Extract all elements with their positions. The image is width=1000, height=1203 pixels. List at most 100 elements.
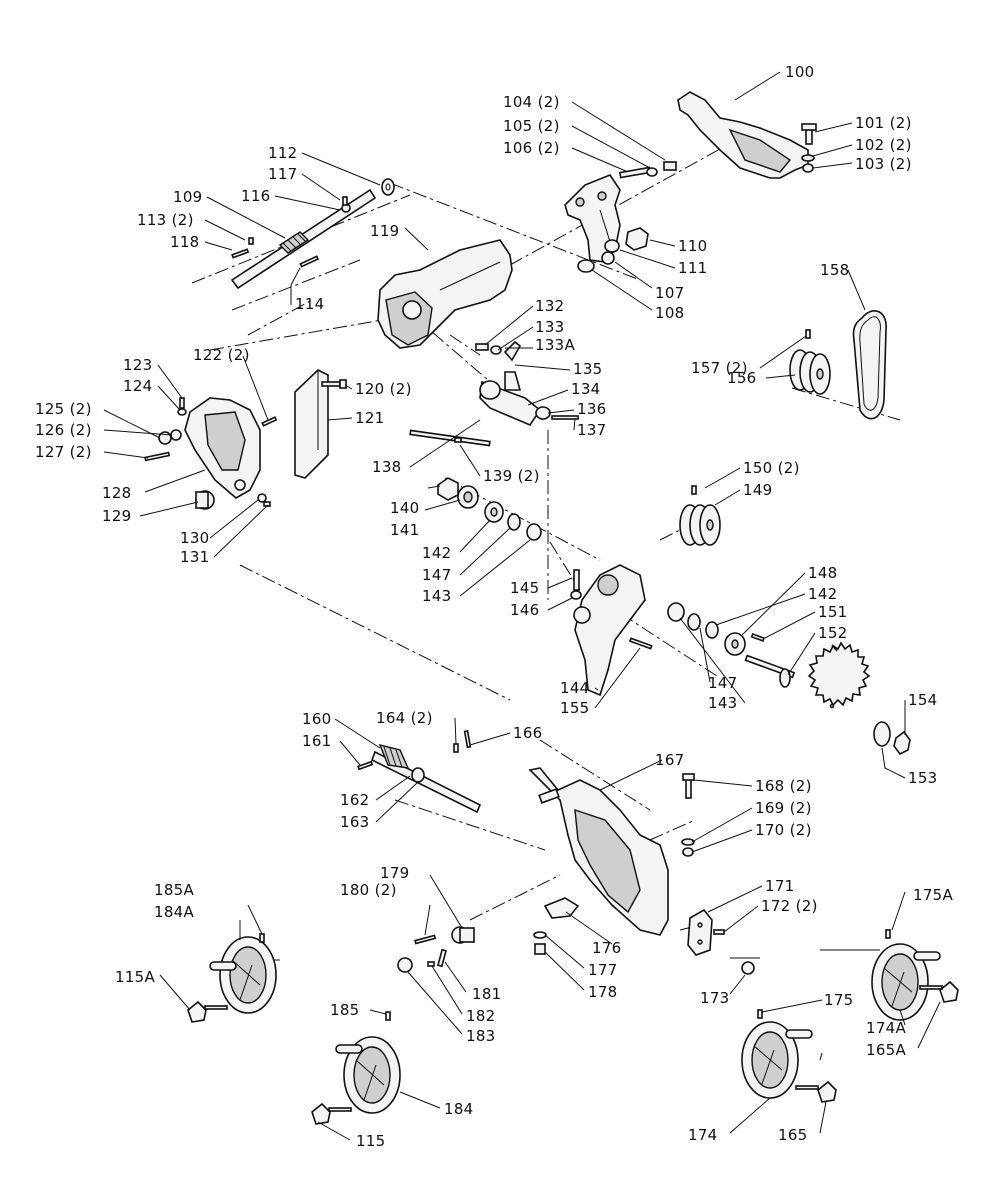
part-143-spacer [526, 523, 542, 541]
callout-149: 149 [743, 481, 773, 499]
part-175A-set-screw [885, 929, 891, 939]
callout-179: 179 [380, 864, 410, 882]
part-180-pin [414, 934, 437, 945]
part-156-motor-pulley [789, 349, 831, 395]
callout-105: 105 (2) [503, 117, 560, 135]
callout-114: 114 [295, 295, 325, 313]
callout-181: 181 [472, 985, 502, 1003]
callout-177: 177 [588, 961, 618, 979]
callout-150: 150 (2) [743, 459, 800, 477]
callout-100: 100 [785, 63, 815, 81]
part-123-screw [179, 397, 185, 409]
part-174A-handwheel [871, 943, 941, 1021]
part-107-108-bushing [577, 251, 615, 273]
part-147-retaining-ring [507, 513, 521, 531]
part-173-washer [741, 961, 755, 975]
part-185-set-screw [385, 1011, 391, 1021]
part-151-key [750, 632, 766, 642]
part-179-collar [451, 926, 475, 944]
part-119-trunnion-arm [377, 239, 513, 349]
callout-139: 139 (2) [483, 467, 540, 485]
part-175-set-screw [757, 1009, 763, 1019]
callout-185: 185 [330, 1001, 360, 1019]
part-142-bearing [484, 501, 504, 523]
callout-175: 175 [824, 991, 854, 1009]
part-102-washer [801, 154, 815, 162]
part-166-pin [463, 730, 472, 749]
callout-122: 122 (2) [193, 346, 250, 364]
callout-180: 180 (2) [340, 881, 397, 899]
callout-172: 172 (2) [761, 897, 818, 915]
part-150-set-screw [691, 485, 697, 495]
part-154-nut [893, 730, 911, 756]
callout-123: 123 [123, 356, 153, 374]
part-115A-lock-knob [187, 1000, 228, 1023]
callout-152: 152 [818, 624, 848, 642]
part-129-bushing [195, 490, 215, 510]
callout-153: 153 [908, 769, 938, 787]
callout-165A: 165A [866, 1041, 907, 1059]
part-148-bearing [724, 632, 746, 656]
callout-173: 173 [700, 989, 730, 1007]
callout-162: 162 [340, 791, 370, 809]
part-158-belt [852, 310, 887, 420]
part-112-washer [381, 178, 395, 196]
part-164-set-screw [453, 743, 459, 753]
part-104-105-screw-washer [618, 161, 677, 179]
callout-124: 124 [123, 377, 153, 395]
part-saw-blade [807, 641, 871, 709]
callout-142a: 142 [422, 544, 452, 562]
callout-111: 111 [678, 259, 708, 277]
callout-134: 134 [571, 380, 601, 398]
part-171-bracket [687, 908, 713, 956]
callout-164: 164 (2) [376, 709, 433, 727]
callout-178: 178 [588, 983, 618, 1001]
part-177-178-washer-screw [533, 931, 547, 955]
part-167-trunnion-casting [528, 767, 669, 936]
callout-161: 161 [302, 732, 332, 750]
callout-146: 146 [510, 601, 540, 619]
callout-141: 141 [390, 521, 420, 539]
callout-121: 121 [355, 409, 385, 427]
callout-131: 131 [180, 548, 210, 566]
callout-155: 155 [560, 699, 590, 717]
part-161-pin [357, 760, 374, 771]
callout-102: 102 (2) [855, 136, 912, 154]
callout-128: 128 [102, 484, 132, 502]
callout-185A: 185A [154, 881, 195, 899]
callout-143b: 143 [708, 694, 738, 712]
part-142b-bearing [705, 621, 719, 639]
callout-148: 148 [808, 564, 838, 582]
callout-130: 130 [180, 529, 210, 547]
callout-167: 167 [655, 751, 685, 769]
callout-144: 144 [560, 679, 590, 697]
callout-156: 156 [727, 369, 757, 387]
part-184-handwheel [335, 1036, 401, 1114]
part-122-pin [261, 416, 278, 427]
callout-158: 158 [820, 261, 850, 279]
part-174-handwheel [741, 1021, 813, 1099]
callout-163: 163 [340, 813, 370, 831]
part-128-trunnion-bracket [184, 397, 261, 499]
callout-151: 151 [818, 603, 848, 621]
callout-129: 129 [102, 507, 132, 525]
callout-115: 115 [356, 1132, 386, 1150]
callout-110: 110 [678, 237, 708, 255]
part-165-lock-knob [795, 1080, 837, 1103]
part-143b-spacer [667, 602, 685, 622]
part-184A-handwheel [209, 936, 277, 1014]
part-103-nut [802, 163, 814, 173]
callout-147a: 147 [422, 566, 452, 584]
callout-137: 137 [577, 421, 607, 439]
part-155-pin [628, 637, 653, 650]
callout-119: 119 [370, 222, 400, 240]
callout-138: 138 [372, 458, 402, 476]
part-165A-lock-knob [919, 980, 959, 1003]
part-133A-135-lever [503, 340, 522, 362]
callout-106: 106 (2) [503, 139, 560, 157]
callout-labels: 100 101 (2) 102 (2) 103 (2) 104 (2) 105 … [35, 63, 953, 1150]
part-144-arbor-bracket [573, 564, 646, 697]
callout-157: 157 (2) [691, 359, 748, 377]
callout-120: 120 (2) [355, 380, 412, 398]
